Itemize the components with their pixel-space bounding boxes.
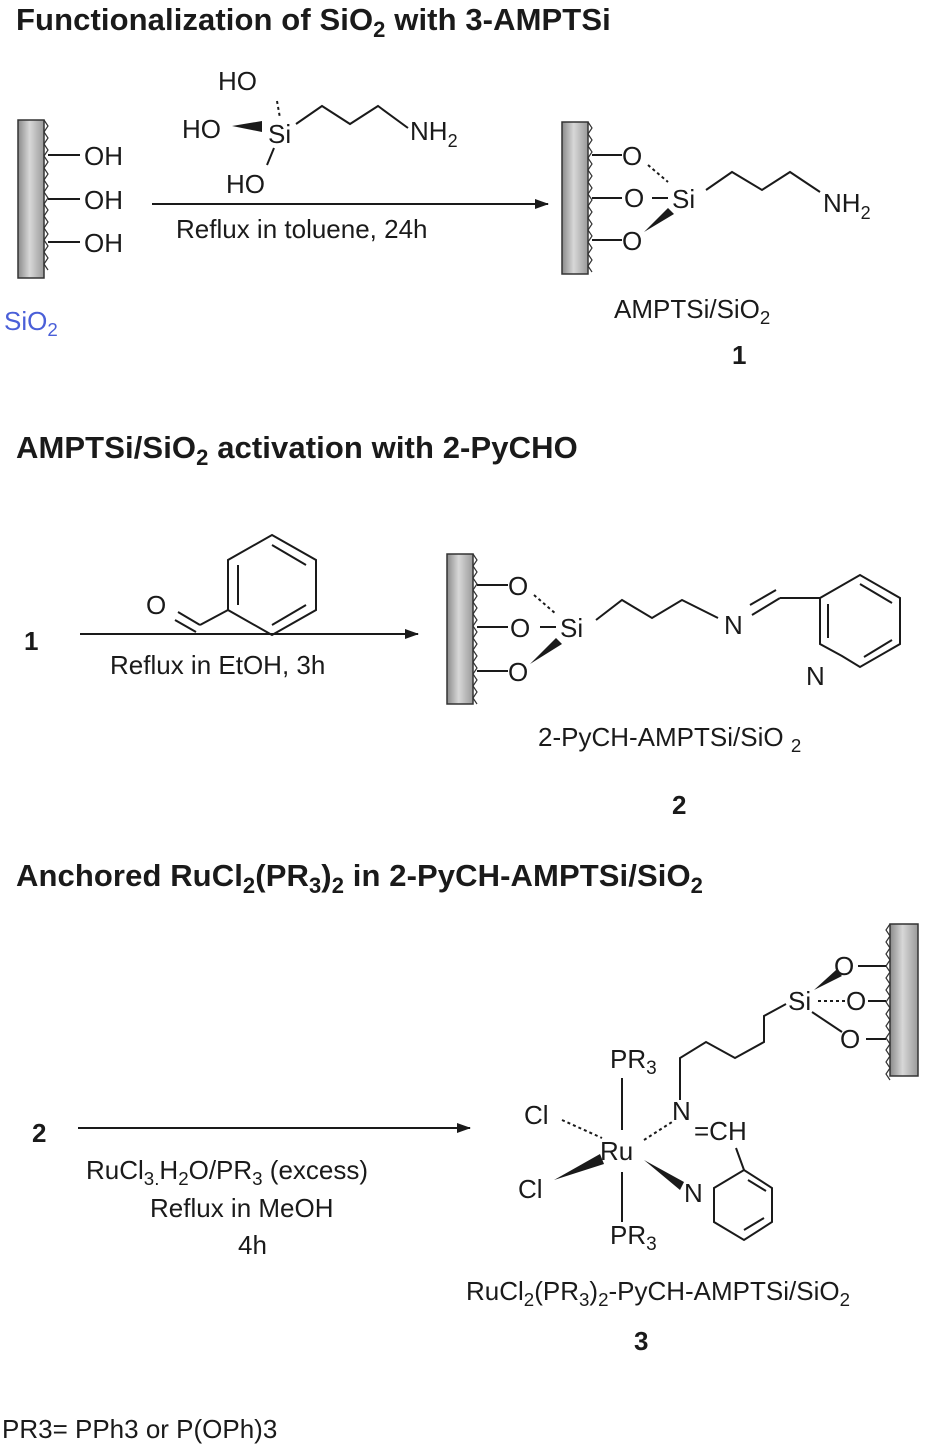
product-name-2: 2-PyCH-AMPTSi/SiO 2 <box>538 722 802 756</box>
pyridinecarboxaldehyde-reagent <box>174 533 317 637</box>
reagent-amine: NH2 <box>410 116 458 151</box>
reagent-hydroxyl-left: HO <box>182 114 221 144</box>
product-name-3: RuCl2(PR3)2-PyCH-AMPTSi/SiO2 <box>466 1276 850 1310</box>
condition-reaction-3-line3: 4h <box>238 1230 267 1260</box>
complex-methine: =CH <box>694 1116 747 1146</box>
product1-oxygen-3: O <box>622 226 642 256</box>
product2-pyridine-nitrogen: N <box>806 661 825 691</box>
product-number-2: 2 <box>672 790 687 820</box>
condition-reaction-3-line1: RuCl3.H2O/PR3 (excess) <box>86 1155 369 1189</box>
section-title-activation: AMPTSi/SiO2 activation with 2-PyCHO <box>16 430 578 470</box>
product-name-1: AMPTSi/SiO2 <box>614 294 771 328</box>
section-title-anchored: Anchored RuCl2(PR3)2 in 2-PyCH-AMPTSi/Si… <box>16 858 704 898</box>
start-compound-number-2: 2 <box>32 1118 47 1148</box>
condition-reaction-2: Reflux in EtOH, 3h <box>110 650 326 680</box>
hydroxyl-label-1: OH <box>84 141 123 171</box>
start-compound-number-1: 1 <box>24 626 39 656</box>
reagent-hydroxyl-bottom: HO <box>226 169 265 199</box>
silica-support-product-2 <box>446 553 901 705</box>
footnote-pr3-definition: PR3= PPh3 or P(OPh)3 <box>2 1414 278 1444</box>
complex-silicon: Si <box>788 986 811 1016</box>
chloride-2: Cl <box>518 1174 543 1204</box>
chloride-1: Cl <box>524 1100 549 1130</box>
product2-oxygen-1: O <box>508 571 528 601</box>
condition-reaction-1: Reflux in toluene, 24h <box>176 214 428 244</box>
complex-oxygen-1: O <box>834 951 854 981</box>
aminopropyl-silanetriol <box>232 100 409 166</box>
silica-support-left <box>17 119 80 279</box>
product1-amine: NH2 <box>823 188 871 223</box>
product2-oxygen-3: O <box>508 657 528 687</box>
condition-reaction-3-line2: Reflux in MeOH <box>150 1193 334 1223</box>
reagent-silicon: Si <box>268 119 291 149</box>
complex-imine-nitrogen: N <box>672 1096 691 1126</box>
phosphine-bottom: PR3 <box>610 1220 657 1255</box>
support-label-sio2: SiO2 <box>4 306 58 340</box>
product1-oxygen-2: O <box>624 183 644 213</box>
ruthenium-center: Ru <box>600 1136 633 1166</box>
product-number-3: 3 <box>634 1326 649 1356</box>
aldehyde-oxygen: O <box>146 590 166 620</box>
complex-oxygen-3: O <box>840 1024 860 1054</box>
phosphine-top: PR3 <box>610 1044 657 1079</box>
product2-oxygen-2: O <box>510 613 530 643</box>
complex-pyridine-nitrogen: N <box>684 1178 703 1208</box>
section-title-functionalization: Functionalization of SiO2 with 3-AMPTSi <box>16 2 611 42</box>
reagent-hydroxyl-top: HO <box>218 66 257 96</box>
complex-oxygen-2: O <box>846 986 866 1016</box>
hydroxyl-label-3: OH <box>84 228 123 258</box>
silica-support-product-1 <box>561 121 821 275</box>
hydroxyl-label-2: OH <box>84 185 123 215</box>
product1-silicon: Si <box>672 184 695 214</box>
product-number-1: 1 <box>732 340 747 370</box>
product2-imine-nitrogen: N <box>724 610 743 640</box>
ruthenium-complex <box>554 923 919 1242</box>
product2-silicon: Si <box>560 613 583 643</box>
product1-oxygen-1: O <box>622 141 642 171</box>
